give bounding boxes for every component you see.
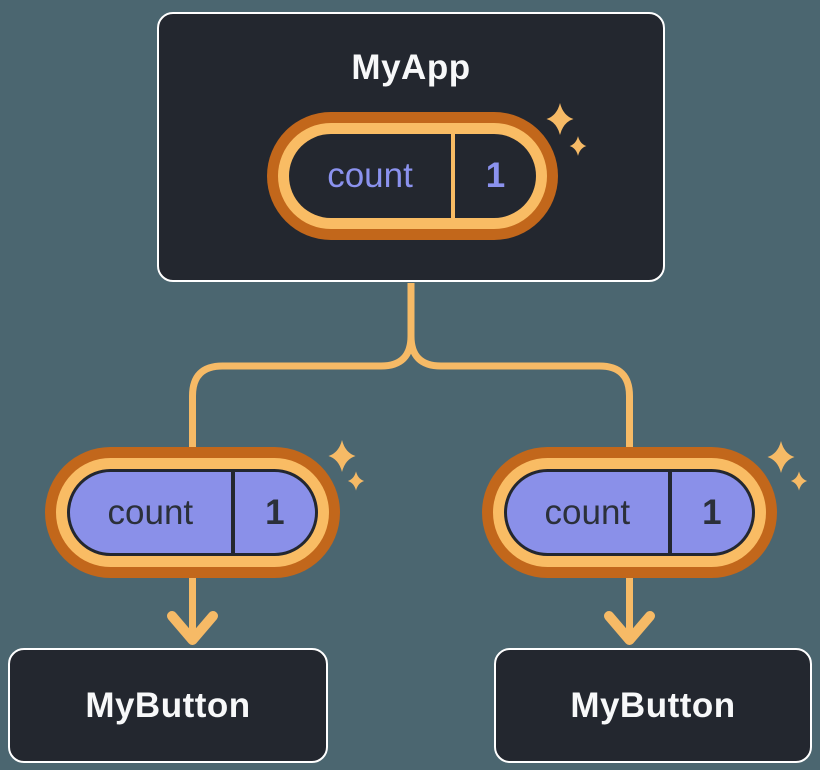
sparkles-right-pill-icon <box>767 441 808 491</box>
node-mybutton-left-title: MyButton <box>85 685 251 725</box>
state-name-cell: count <box>70 472 231 553</box>
state-name: count <box>544 492 631 532</box>
state-value: 1 <box>265 492 285 532</box>
state-pill-core: count 1 <box>67 469 318 556</box>
node-mybutton-left: MyButton <box>8 648 328 763</box>
sparkle-large-icon <box>328 440 356 472</box>
root-to-left-child-connector <box>189 283 415 458</box>
state-value-cell: 1 <box>451 134 536 218</box>
state-pill-core: count 1 <box>504 469 755 556</box>
sparkles-left-pill-icon <box>328 440 365 491</box>
state-value-cell: 1 <box>230 472 315 553</box>
state-pill-ring: count 1 <box>493 458 766 567</box>
state-pill-root: count 1 <box>267 112 558 240</box>
state-name: count <box>107 492 194 532</box>
left-arrowhead-icon <box>167 611 218 645</box>
node-mybutton-right-title: MyButton <box>570 685 736 725</box>
state-pill-right-child: count 1 <box>482 447 777 578</box>
state-value-cell: 1 <box>667 472 752 553</box>
sparkle-large-icon <box>767 441 795 473</box>
state-pill-left-child: count 1 <box>45 447 340 578</box>
state-pill-ring: count 1 <box>278 123 547 229</box>
state-name-cell: count <box>289 134 451 218</box>
state-name-cell: count <box>507 472 668 553</box>
state-pill-ring: count 1 <box>56 458 329 567</box>
right-arrowhead-icon <box>604 611 655 645</box>
state-pill-core: count 1 <box>289 134 536 218</box>
node-mybutton-right: MyButton <box>494 648 812 763</box>
node-myapp-title: MyApp <box>351 48 471 87</box>
state-value: 1 <box>485 156 506 195</box>
sparkle-small-icon <box>790 471 808 491</box>
state-name: count <box>327 156 413 195</box>
root-to-right-child-connector <box>407 283 633 458</box>
sparkle-small-icon <box>347 471 365 491</box>
state-value: 1 <box>702 492 722 532</box>
